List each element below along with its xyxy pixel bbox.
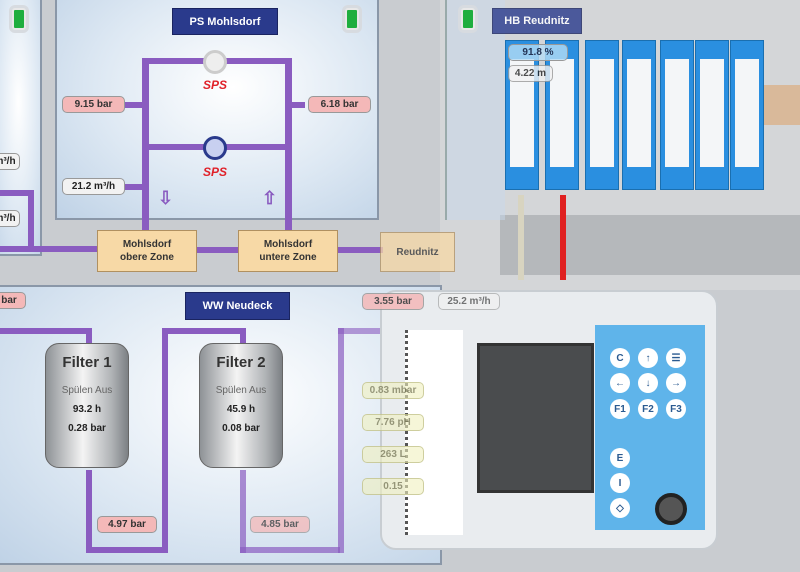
- key-right[interactable]: →: [666, 373, 686, 393]
- filter-2[interactable]: Filter 2 Spülen Aus 45.9 h 0.08 bar: [199, 343, 283, 468]
- filter-status: Spülen Aus: [215, 385, 267, 396]
- filter-hours: 45.9 h: [226, 404, 256, 415]
- io-module: [622, 40, 656, 190]
- key-f3[interactable]: F3: [666, 399, 686, 419]
- key-left[interactable]: ←: [610, 373, 630, 393]
- key-up[interactable]: ↑: [638, 348, 658, 368]
- arrow-down-icon: ⇩: [158, 188, 174, 208]
- key-switch-icon[interactable]: [655, 493, 687, 525]
- key-e[interactable]: E: [610, 448, 630, 468]
- cable-duct: [500, 215, 800, 275]
- zone-reudnitz[interactable]: Reudnitz: [380, 232, 455, 272]
- key-o[interactable]: ◇: [610, 498, 630, 518]
- io-module: [505, 40, 539, 190]
- zone-name: untere Zone: [259, 252, 317, 263]
- device-paper-strip: [405, 330, 463, 535]
- height-value: 4.22 m: [508, 65, 553, 82]
- battery-icon: [461, 8, 475, 30]
- io-module: [695, 40, 729, 190]
- filter-name: Filter 1: [62, 354, 112, 371]
- filter-status: Spülen Aus: [61, 385, 113, 396]
- din-rail: [760, 85, 800, 125]
- measurement-value: 7.76 pH: [362, 414, 424, 431]
- battery-icon: [12, 8, 26, 30]
- io-module: [545, 40, 579, 190]
- zone-mohlsdorf-obere[interactable]: Mohlsdorf obere Zone: [97, 230, 197, 272]
- arrow-up-icon: ⇧: [262, 188, 278, 208]
- key-down[interactable]: ↓: [638, 373, 658, 393]
- outlet-pressure-1: 4.97 bar: [97, 516, 157, 533]
- filter-1[interactable]: Filter 1 Spülen Aus 93.2 h 0.28 bar: [45, 343, 129, 468]
- pressure-right: 6.18 bar: [308, 96, 371, 113]
- hb-reudnitz-panel: [445, 0, 505, 220]
- io-module: [585, 40, 619, 190]
- outlet-pressure-2: 4.85 bar: [250, 516, 310, 533]
- measurement-value: 0.83 mbar: [362, 382, 424, 399]
- key-i[interactable]: I: [610, 473, 630, 493]
- filter-pressure: 0.28 bar: [68, 423, 106, 434]
- filter-hours: 93.2 h: [72, 404, 102, 415]
- battery-icon: [345, 8, 359, 30]
- zone-name: obere Zone: [120, 252, 174, 263]
- zone-name: Reudnitz: [396, 246, 439, 258]
- sps-label: SPS: [203, 78, 228, 92]
- pressure-label: bar: [0, 292, 26, 309]
- pressure-left: 9.15 bar: [62, 96, 125, 113]
- key-f2[interactable]: F2: [638, 399, 658, 419]
- io-module: [660, 40, 694, 190]
- zone-name: Mohlsdorf: [122, 239, 172, 250]
- key-f1[interactable]: F1: [610, 399, 630, 419]
- level-value: 91.8 %: [508, 44, 568, 61]
- ps-mohlsdorf-title: PS Mohlsdorf: [172, 8, 278, 35]
- sps-label: SPS: [203, 165, 228, 179]
- zone-name: Mohlsdorf: [263, 239, 313, 250]
- red-cable: [560, 195, 566, 280]
- hb-reudnitz-title: HB Reudnitz: [492, 8, 582, 34]
- pump-icon[interactable]: [203, 136, 227, 160]
- measurement-value: 263 L: [362, 446, 424, 463]
- flow-label: m³/h: [0, 210, 20, 227]
- filter-pressure: 0.08 bar: [222, 423, 260, 434]
- ww-neudeck-title: WW Neudeck: [185, 292, 290, 320]
- outlet-pressure: 3.55 bar: [362, 293, 424, 310]
- flow-label: m³/h: [0, 153, 20, 170]
- flow-value: 21.2 m³/h: [62, 178, 125, 195]
- measurement-value: 0.15: [362, 478, 424, 495]
- zone-mohlsdorf-untere[interactable]: Mohlsdorf untere Zone: [238, 230, 338, 272]
- filter-name: Filter 2: [216, 354, 266, 371]
- io-module: [730, 40, 764, 190]
- device-screen: [477, 343, 594, 493]
- key-menu[interactable]: ☰: [666, 348, 686, 368]
- key-c[interactable]: C: [610, 348, 630, 368]
- outlet-flow: 25.2 m³/h: [438, 293, 500, 310]
- pump-icon[interactable]: [203, 50, 227, 74]
- grey-cable: [518, 195, 524, 280]
